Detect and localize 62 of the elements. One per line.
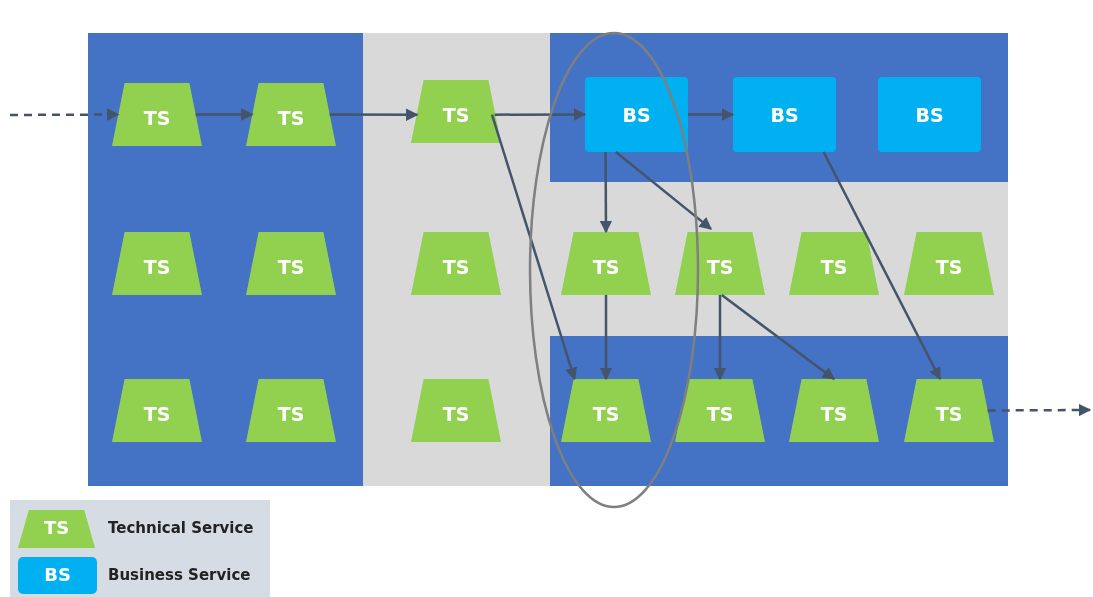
arrow	[713, 295, 727, 381]
arrow	[822, 151, 942, 381]
technical-service-node	[904, 379, 994, 442]
swimlane-band	[550, 33, 1008, 182]
business-service-node	[733, 77, 836, 152]
arrow	[10, 108, 120, 121]
node-label: TS	[142, 106, 172, 129]
technical-service-node	[411, 379, 501, 442]
technical-service-node	[112, 232, 202, 295]
legend-sample-label: TS	[42, 517, 71, 538]
legend-text: Business Service	[108, 566, 251, 584]
arrow	[721, 294, 835, 380]
swimlane-band	[363, 33, 550, 486]
node-label: TS	[441, 103, 471, 126]
technical-service-node	[561, 379, 651, 442]
technical-service-node	[561, 232, 651, 295]
technical-service-node	[904, 232, 994, 295]
node-label: TS	[276, 255, 306, 278]
node-label: TS	[934, 402, 964, 425]
node-label: TS	[276, 106, 306, 129]
arrow	[329, 108, 419, 121]
node-label: TS	[819, 402, 849, 425]
node-label: TS	[142, 402, 172, 425]
node-label: TS	[142, 255, 172, 278]
arrow	[688, 108, 735, 121]
node-label: TS	[441, 255, 471, 278]
arrow	[599, 152, 613, 234]
technical-service-node	[675, 232, 765, 295]
arrow	[987, 403, 1092, 417]
technical-service-node	[411, 80, 501, 143]
legend-sample-label: BS	[43, 564, 72, 585]
technical-service-node	[246, 379, 336, 442]
node-label: TS	[934, 255, 964, 278]
legend-text: Technical Service	[108, 519, 254, 537]
swimlane-band	[550, 336, 1008, 486]
technical-service-node	[789, 379, 879, 442]
arrow	[490, 114, 578, 381]
node-label: BS	[621, 103, 652, 126]
node-label: TS	[819, 255, 849, 278]
technical-service-node	[246, 83, 336, 146]
technical-service-node	[112, 83, 202, 146]
technical-service-node	[411, 232, 501, 295]
business-service-node	[878, 77, 981, 152]
technical-service-node	[246, 232, 336, 295]
arrow	[615, 151, 712, 230]
arrow	[195, 108, 254, 121]
node-label: TS	[591, 402, 621, 425]
node-label: TS	[591, 255, 621, 278]
node-label: TS	[705, 402, 735, 425]
node-label: BS	[914, 103, 945, 126]
technical-service-node	[112, 379, 202, 442]
node-label: TS	[705, 255, 735, 278]
swimlane-band	[550, 182, 1008, 336]
business-service-node	[585, 77, 688, 152]
swimlane-band	[88, 33, 363, 486]
arrow	[599, 295, 613, 381]
node-label: BS	[769, 103, 800, 126]
node-label: TS	[441, 402, 471, 425]
technical-service-node	[675, 379, 765, 442]
node-label: TS	[276, 402, 306, 425]
technical-service-node	[789, 232, 879, 295]
arrow	[494, 108, 587, 121]
